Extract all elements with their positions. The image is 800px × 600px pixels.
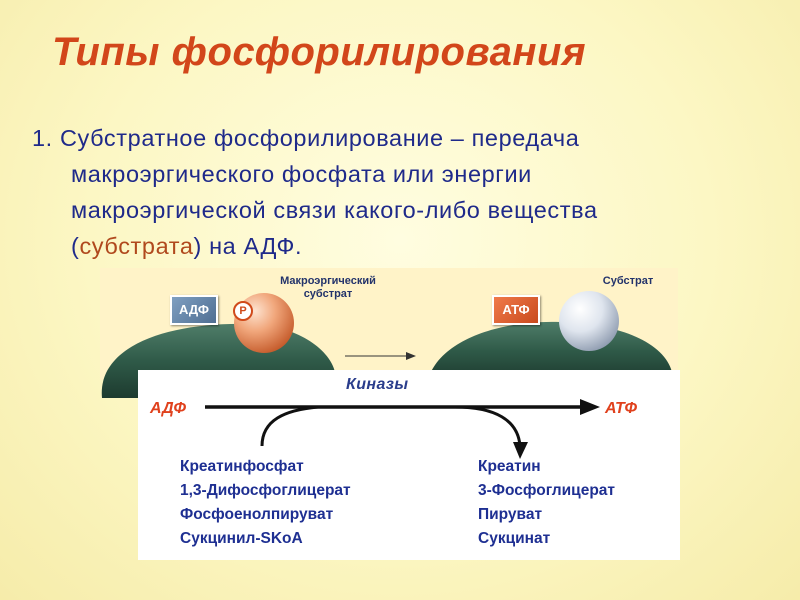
product-item: Пируват (478, 506, 543, 523)
definition-line-4: (субстрата) на АДФ. (32, 228, 762, 264)
substrate-ball (559, 291, 619, 351)
substrate-label: Субстрат (602, 275, 654, 287)
donor-item: Креатинфосфат (180, 458, 304, 475)
definition-paragraph: 1. Субстратное фосфорилирование – переда… (32, 120, 762, 264)
reaction-panel (138, 370, 680, 560)
definition-line-4-rest: ) на АДФ. (193, 233, 303, 259)
definition-line-2: макроэргического фосфата или энергии (71, 161, 532, 187)
definition-line-1: Субстратное фосфорилирование – передача (59, 125, 580, 151)
atp-equation-label: АТФ (605, 400, 637, 417)
macroergic-label-line-2: субстрат (303, 288, 353, 300)
product-item: Креатин (478, 458, 541, 475)
donor-item: Фосфоенолпируват (180, 506, 334, 523)
outgoing-arrowhead (513, 442, 528, 459)
definition-line-3: макроэргической связи какого-либо вещест… (71, 197, 598, 223)
adp-equation-label: АДФ (150, 400, 186, 417)
atp-box: АТФ (492, 295, 540, 325)
page-title: Типы фосфорилирования (52, 30, 586, 74)
donor-item: 1,3-Дифосфоглицерат (180, 482, 351, 499)
outgoing-curve (454, 405, 522, 447)
item-number: 1. (32, 125, 53, 151)
transition-arrowhead (406, 352, 416, 360)
incoming-curve (260, 405, 319, 447)
product-list: Креатин 3-Фосфоглицерат Пируват Сукцинат (478, 455, 615, 551)
product-item: Сукцинат (478, 530, 551, 547)
open-paren: ( (71, 233, 80, 259)
product-item: 3-Фосфоглицерат (478, 482, 615, 499)
substrate-highlight: субстрата (79, 233, 194, 259)
macroergic-substrate-label: Макроэргический субстрат (258, 275, 398, 301)
kinases-label: Киназы (346, 376, 409, 393)
main-reaction-arrowhead (580, 399, 600, 415)
phosphate-p-circle: Р (233, 301, 253, 321)
adp-box: АДФ (170, 295, 218, 325)
donor-item: Сукцинил-SKoA (180, 530, 303, 547)
donor-list: Креатинфосфат 1,3-Дифосфоглицерат Фосфое… (180, 455, 351, 551)
macroergic-label-line-1: Макроэргический (280, 275, 376, 287)
